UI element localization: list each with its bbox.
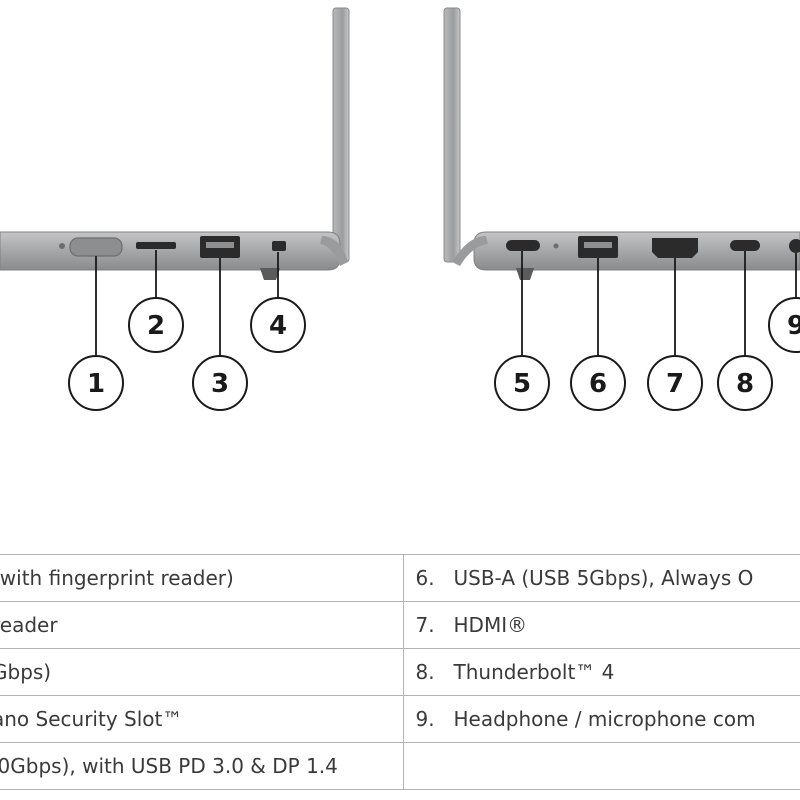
callout-number-9: 9 bbox=[787, 311, 800, 341]
callout-circle-5 bbox=[494, 355, 550, 411]
callout-circle-2 bbox=[128, 297, 184, 353]
table-cell: Gbps) bbox=[0, 648, 404, 696]
table-row: l0Gbps), with USB PD 3.0 & DP 1.4 bbox=[0, 742, 800, 790]
table-cell: 8. Thunderbolt™ 4 bbox=[402, 648, 800, 696]
port-description: Gbps) bbox=[0, 660, 52, 684]
table-cell: 9. Headphone / microphone com bbox=[402, 695, 800, 743]
left-hinge bbox=[320, 236, 348, 266]
table-row: ano Security Slot™ 9. Headphone / microph… bbox=[0, 695, 800, 743]
port-number: 7. bbox=[415, 613, 435, 637]
callout-circle-6 bbox=[570, 355, 626, 411]
port-spec-table: (with fingerprint reader) 6. USB-A (USB 5… bbox=[0, 554, 800, 790]
port-description: Headphone / microphone com bbox=[453, 707, 756, 731]
port-number: 9. bbox=[415, 707, 435, 731]
table-cell: ano Security Slot™ bbox=[0, 695, 404, 743]
laptop-left-side-view bbox=[0, 7, 350, 280]
power-button bbox=[69, 237, 123, 257]
left-led-icon bbox=[59, 243, 65, 249]
port-description: Thunderbolt™ 4 bbox=[453, 660, 615, 684]
callout-number-1: 1 bbox=[87, 369, 105, 399]
callout-number-8: 8 bbox=[736, 369, 754, 399]
port-description: HDMI® bbox=[453, 613, 528, 637]
table-cell: (with fingerprint reader) bbox=[0, 554, 404, 602]
table-row: Gbps) 8. Thunderbolt™ 4 bbox=[0, 648, 800, 696]
callout-circle-9 bbox=[768, 297, 800, 353]
port-description: ano Security Slot™ bbox=[0, 707, 183, 731]
port-number: 6. bbox=[415, 566, 435, 590]
usb-c-port-right bbox=[506, 240, 540, 251]
callout-circle-7 bbox=[647, 355, 703, 411]
right-hinge bbox=[452, 236, 488, 266]
table-cell: reader bbox=[0, 601, 404, 649]
callout-number-6: 6 bbox=[589, 369, 607, 399]
thunderbolt-port bbox=[730, 240, 760, 251]
laptop-ports-diagram: 1 2 3 4 5 6 7 8 9 bbox=[0, 7, 800, 411]
audio-jack bbox=[789, 239, 800, 253]
callout-number-3: 3 bbox=[211, 369, 229, 399]
callout-circle-1 bbox=[68, 355, 124, 411]
usb-a-port-inner bbox=[206, 242, 234, 248]
callout-circle-8 bbox=[717, 355, 773, 411]
port-description: l0Gbps), with USB PD 3.0 & DP 1.4 bbox=[0, 754, 338, 778]
right-foot bbox=[516, 268, 534, 280]
callout-number-4: 4 bbox=[269, 311, 287, 341]
left-base bbox=[0, 231, 341, 271]
port-number: 8. bbox=[415, 660, 435, 684]
table-cell: 6. USB-A (USB 5Gbps), Always O bbox=[402, 554, 800, 602]
callout-number-7: 7 bbox=[666, 369, 684, 399]
callout-circle-4 bbox=[250, 297, 306, 353]
table-cell: l0Gbps), with USB PD 3.0 & DP 1.4 bbox=[0, 742, 404, 790]
port-description: reader bbox=[0, 613, 58, 637]
left-foot bbox=[260, 268, 280, 280]
table-row: (with fingerprint reader) 6. USB-A (USB 5… bbox=[0, 554, 800, 602]
usb-a-port-right-inner bbox=[584, 242, 612, 248]
hdmi-port bbox=[652, 238, 698, 258]
card-reader-slot bbox=[136, 242, 176, 249]
security-slot bbox=[272, 241, 286, 251]
right-base bbox=[473, 231, 800, 271]
table-cell bbox=[402, 742, 800, 790]
port-description: USB-A (USB 5Gbps), Always O bbox=[453, 566, 754, 590]
callout-number-5: 5 bbox=[513, 369, 531, 399]
port-description: (with fingerprint reader) bbox=[0, 566, 234, 590]
left-lid bbox=[332, 7, 350, 263]
table-cell: 7. HDMI® bbox=[402, 601, 800, 649]
laptop-right-side-view bbox=[443, 7, 800, 280]
callout-number-2: 2 bbox=[147, 311, 165, 341]
table-row: reader 7. HDMI® bbox=[0, 601, 800, 649]
charge-led-icon bbox=[553, 243, 559, 249]
callout-circle-3 bbox=[192, 355, 248, 411]
right-lid bbox=[443, 7, 461, 263]
